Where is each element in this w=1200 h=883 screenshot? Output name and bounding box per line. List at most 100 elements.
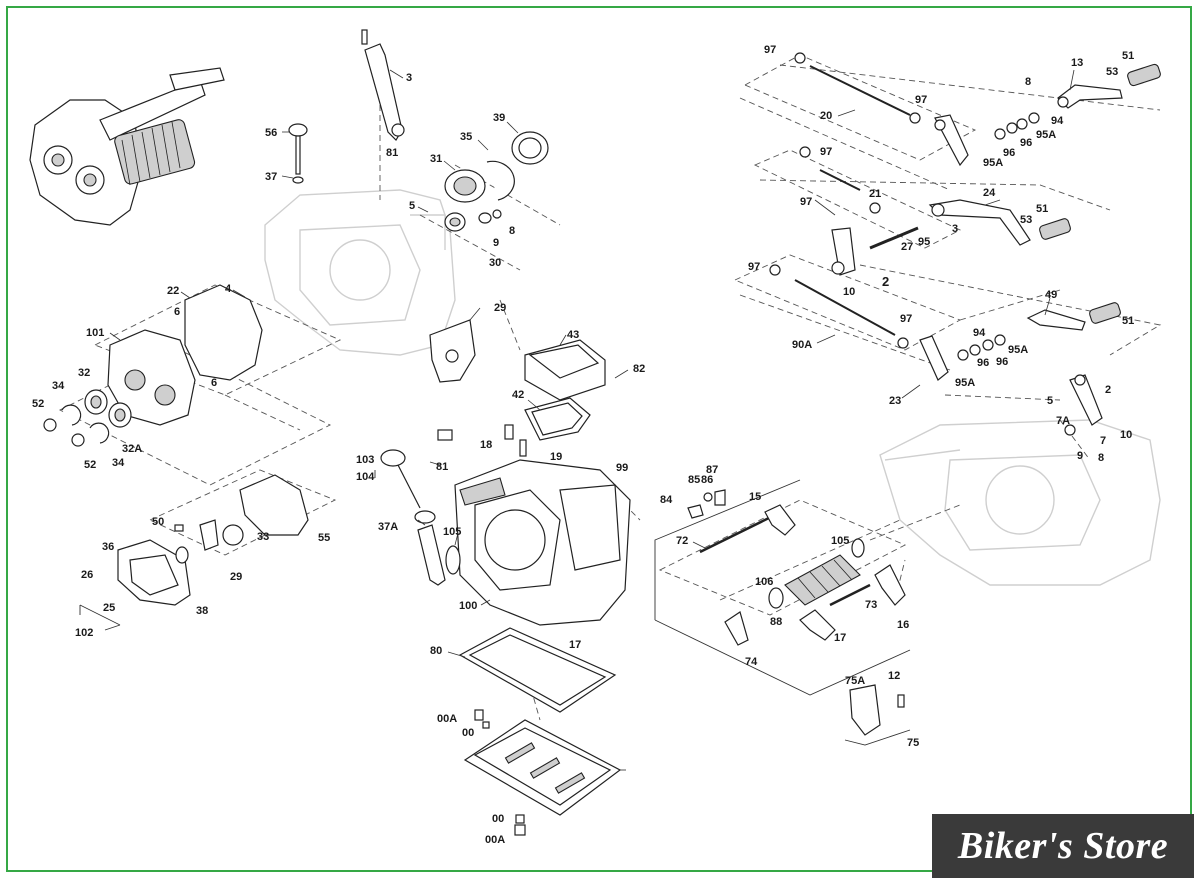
part-label-00a: 00A [437,713,457,725]
part-label-18: 18 [480,439,492,451]
side-cover-36 [117,539,191,606]
bushings-94-96-upper [994,112,1040,140]
part-label-20: 20 [820,110,832,122]
part-label-74: 74 [745,656,758,668]
brake-lever-24 [928,199,1031,246]
part-label-103: 103 [356,454,374,466]
part-label-50: 50 [152,516,164,528]
part-label-00: 00 [492,813,504,825]
part-label-29: 29 [230,571,242,583]
part-label-80: 80 [430,645,442,657]
peg-51-middle [1039,218,1071,240]
part-label-94: 94 [973,327,986,339]
part-label-36: 36 [102,541,114,553]
part-label-10: 10 [843,286,855,298]
part-label-7: 7 [1100,435,1106,447]
part-label-34: 34 [52,380,65,392]
part-label-00: 00 [462,727,474,739]
part-label-9: 9 [1077,450,1083,462]
shifter-lever-10 [1064,374,1103,436]
part-label-3: 3 [952,223,958,235]
part-label-19: 19 [550,451,562,463]
part-label-53: 53 [1020,214,1032,226]
brake-rod-21 [799,146,881,214]
part-label-38: 38 [196,605,208,617]
ghost-crankcase-left [264,189,456,356]
part-label-105: 105 [443,526,461,538]
filler-tube-37A [414,510,446,586]
part-label-95a: 95A [983,157,1003,169]
part-label-9: 9 [493,237,499,249]
watermark-text: Biker's Store [957,825,1169,867]
part-label-51: 51 [1122,50,1134,62]
part-label-97: 97 [764,44,776,56]
part-label-81: 81 [436,461,448,473]
part-label-17: 17 [834,632,846,644]
part-label-53: 53 [1106,66,1118,78]
part-label-95a: 95A [1008,344,1028,356]
diagram-border [6,6,1192,872]
shift-lever-3 [361,29,405,141]
fork-shaft-72 [699,513,776,554]
part-label-104: 104 [356,471,375,483]
part-label-94: 94 [1051,115,1064,127]
part-label-88: 88 [770,616,782,628]
part-label-87: 87 [706,464,718,476]
part-label-85: 85 [688,474,700,486]
part-label-81: 81 [386,147,398,159]
part-label-96: 96 [1003,147,1015,159]
part-label-100: 100 [459,600,477,612]
part-label-97: 97 [900,313,912,325]
part-label-90a: 90A [792,339,812,351]
part-label-4: 4 [225,283,232,295]
shifter-arm-upper [934,114,969,167]
part-label-10: 10 [1120,429,1132,441]
part-label-16: 16 [897,619,909,631]
shift-lever-13 [1057,84,1123,109]
shift-pawl-74 [724,611,749,646]
part-label-52: 52 [32,398,44,410]
part-label-2: 2 [882,274,889,289]
part-label-51: 51 [1122,315,1134,327]
gasket-22 [184,284,263,381]
part-label-95a: 95A [1036,129,1056,141]
sensor-18-19 [437,424,527,457]
part-label-37a: 37A [378,521,398,533]
part-label-39: 39 [493,112,505,124]
part-label-34: 34 [112,457,125,469]
shift-fork-16 [874,564,906,606]
part-label-97: 97 [915,94,927,106]
leader-lines [109,69,1075,658]
part-label-52: 52 [84,459,96,471]
part-label-23: 23 [889,395,901,407]
part-label-75: 75 [907,737,919,749]
bushing-9-8 [478,209,502,224]
clutch-release-small-parts [174,519,244,564]
transmission-case [454,459,631,626]
part-label-26: 26 [81,569,93,581]
gasket-29 [429,319,476,383]
part-label-29: 29 [494,302,506,314]
part-label-84: 84 [660,494,673,506]
part-label-22: 22 [167,285,179,297]
part-label-15: 15 [749,491,761,503]
part-label-8: 8 [1098,452,1104,464]
part-label-21: 21 [869,188,881,200]
part-label-82: 82 [633,363,645,375]
part-label-37: 37 [265,171,277,183]
top-cover-43 [524,339,606,401]
part-label-73: 73 [865,599,877,611]
part-label-51: 51 [1036,203,1048,215]
bracket-75 [849,684,905,736]
group-brackets [79,470,911,746]
plug-56 [288,123,308,184]
bushings-94-96-lower [957,334,1006,361]
part-label-12: 12 [888,670,900,682]
gasket-42 [524,397,591,441]
part-label-8: 8 [509,225,515,237]
part-label-56: 56 [265,127,277,139]
part-label-99: 99 [616,462,628,474]
part-label-31: 31 [430,153,442,165]
